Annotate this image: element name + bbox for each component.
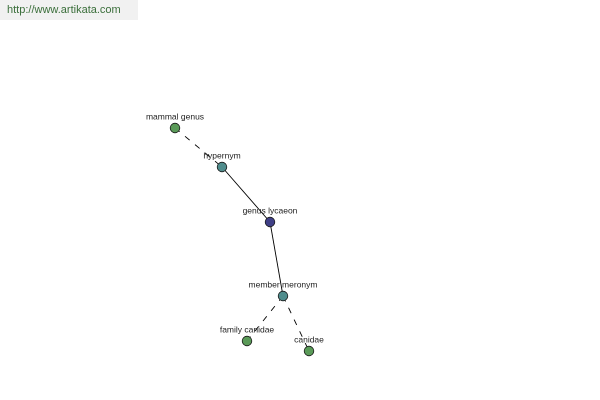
- node-circle-mammal-genus[interactable]: [169, 122, 181, 134]
- node-circle-canidae[interactable]: [303, 345, 315, 357]
- node-member-meronym[interactable]: member meronym: [249, 280, 318, 302]
- edge-member-meronym-to-family-canidae: [246, 295, 284, 342]
- node-circle-hypernym[interactable]: [216, 161, 228, 173]
- node-canidae[interactable]: canidae: [294, 335, 324, 357]
- node-label-hypernym: hypernym: [203, 151, 240, 161]
- node-label-canidae: canidae: [294, 335, 324, 345]
- node-hypernym[interactable]: hypernym: [203, 151, 241, 173]
- node-family-canidae[interactable]: family canidae: [220, 325, 275, 347]
- node-genus-lycaeon[interactable]: genus lycaeon: [243, 206, 298, 228]
- edge-member-meronym-to-canidae: [282, 295, 310, 352]
- edge-hypernym-to-genus-lycaeon: [221, 166, 271, 223]
- source-bar: http://www.artikata.com: [0, 0, 138, 20]
- edges-layer: [174, 127, 310, 352]
- node-label-genus-lycaeon: genus lycaeon: [243, 206, 298, 216]
- edge-genus-lycaeon-to-member-meronym: [269, 221, 284, 297]
- source-url-link[interactable]: http://www.artikata.com: [7, 4, 121, 16]
- edge-mammal-genus-to-hypernym: [174, 127, 223, 168]
- node-label-member-meronym: member meronym: [249, 280, 318, 290]
- node-label-family-canidae: family canidae: [220, 325, 275, 335]
- node-circle-genus-lycaeon[interactable]: [264, 216, 276, 228]
- nodes-layer: mammal genus hypernym genus lycaeon member …: [146, 112, 324, 357]
- node-circle-family-canidae[interactable]: [241, 335, 253, 347]
- node-label-mammal-genus: mammal genus: [146, 112, 204, 122]
- node-mammal-genus[interactable]: mammal genus: [146, 112, 204, 134]
- node-circle-member-meronym[interactable]: [277, 290, 289, 302]
